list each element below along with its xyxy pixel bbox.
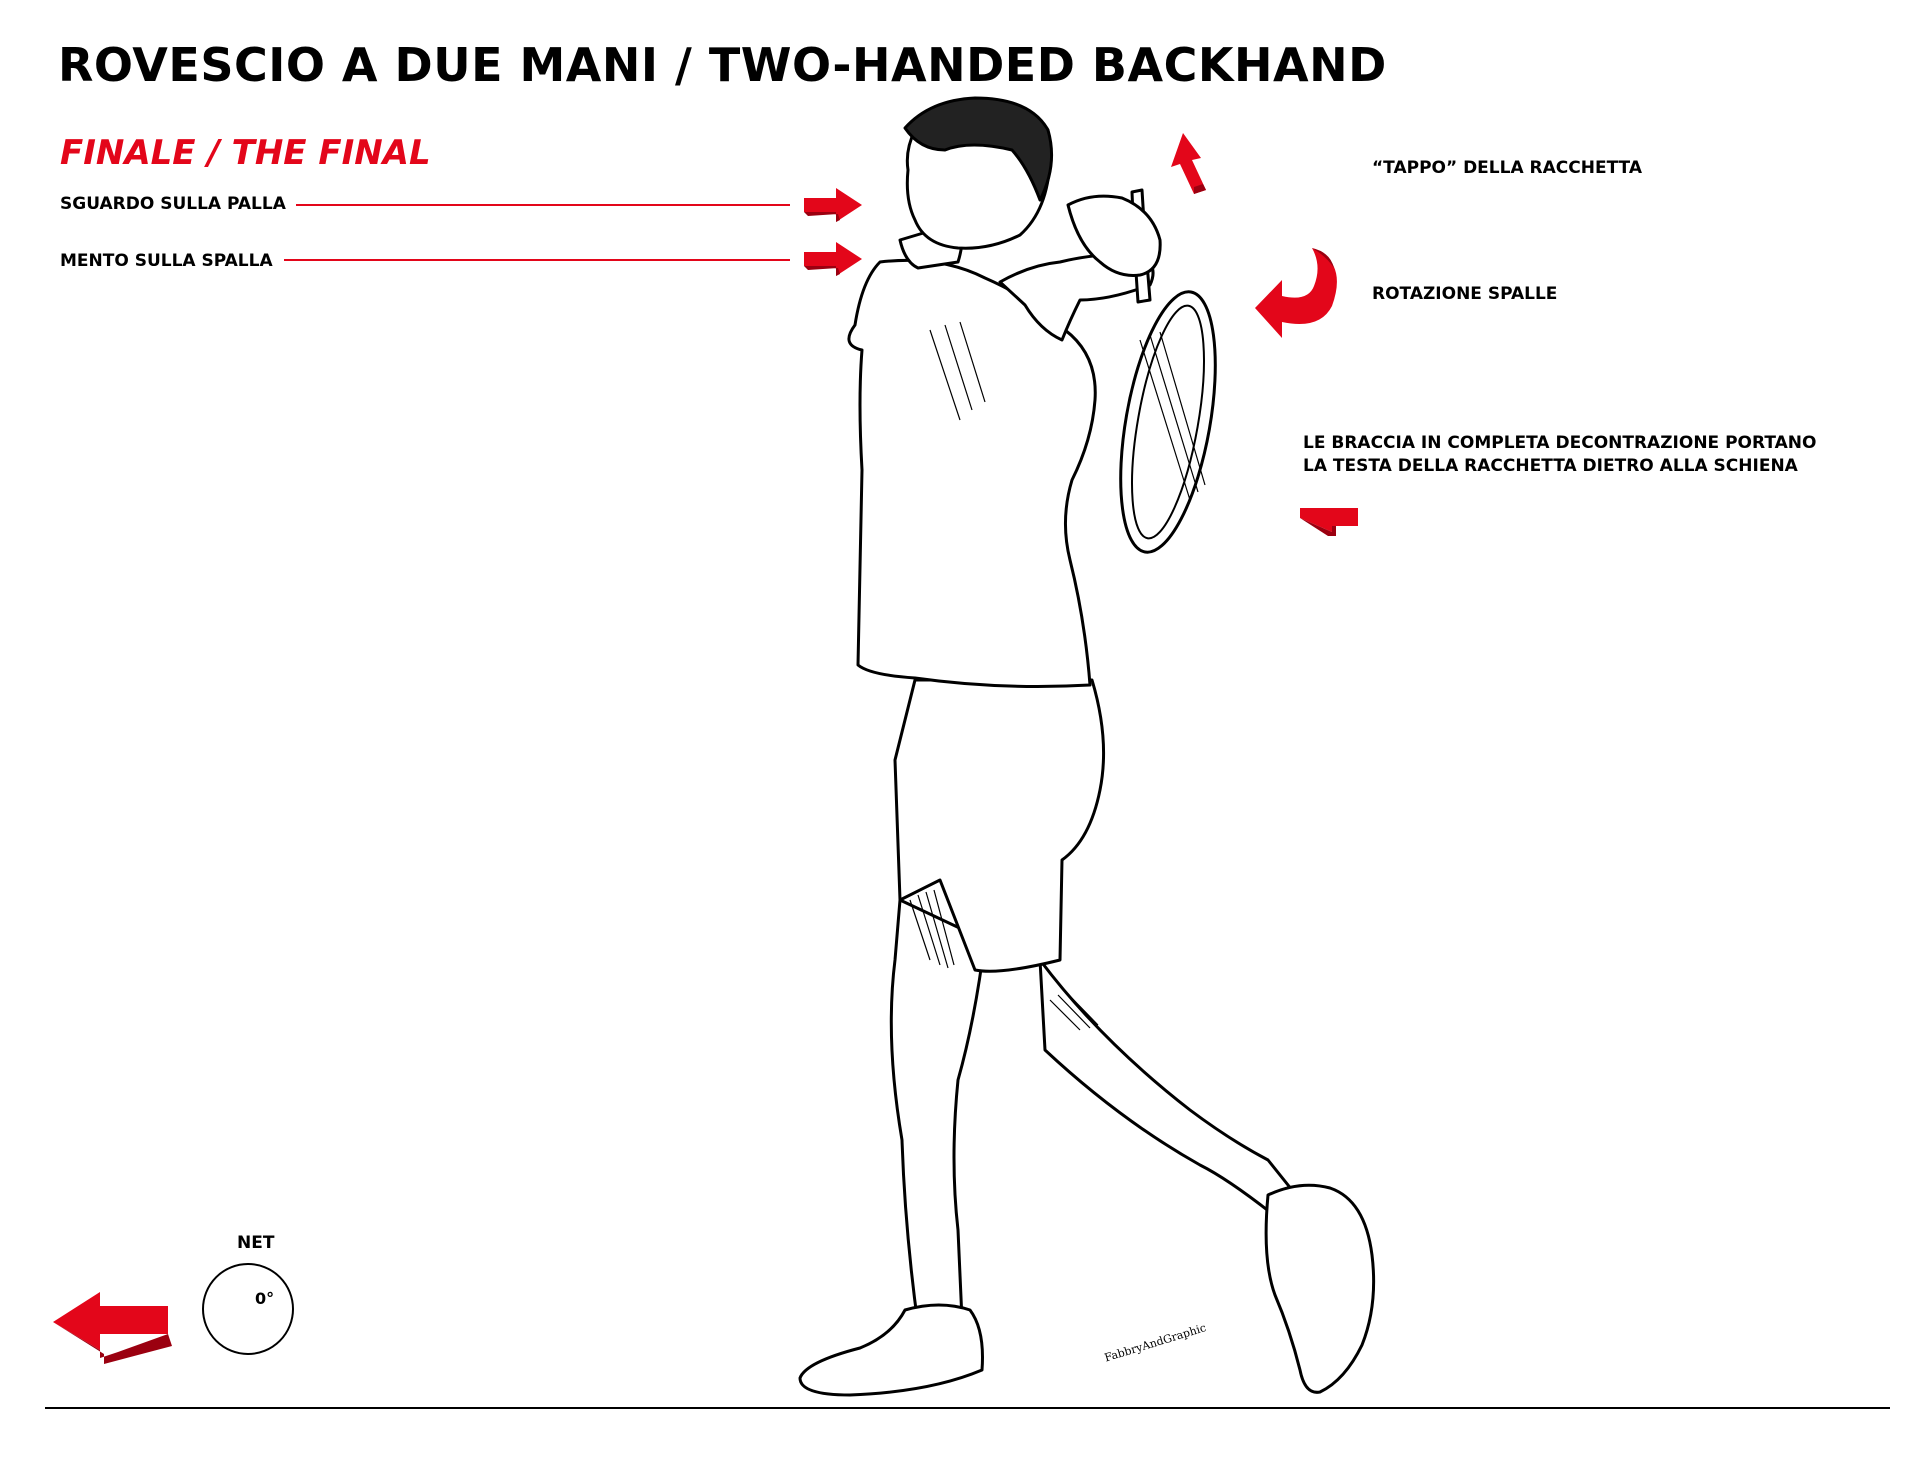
- shorts: [893, 678, 1106, 973]
- section-subtitle: FINALE / THE FINAL: [60, 133, 431, 173]
- tennis-player-illustration: [798, 96, 1376, 1397]
- label-arms-relaxed-line1: LE BRACCIA IN COMPLETA DECONTRAZIONE POR…: [1303, 433, 1817, 453]
- racket-head: [1119, 290, 1217, 554]
- label-chin-on-shoulder: MENTO SULLA SPALLA: [60, 251, 273, 271]
- arrow-right-icon: [804, 242, 862, 276]
- arrow-right-icon: [804, 188, 862, 222]
- front-shoe: [798, 1303, 984, 1397]
- label-shoulder-rotation: ROTAZIONE SPALLE: [1372, 284, 1558, 304]
- back-shoe: [1264, 1183, 1376, 1394]
- page-title: ROVESCIO A DUE MANI / TWO-HANDED BACKHAN…: [58, 38, 1387, 92]
- net-angle-value: 0°: [255, 1289, 275, 1308]
- label-racket-butt: “TAPPO” DELLA RACCHETTA: [1372, 158, 1642, 178]
- label-eye-on-ball: SGUARDO SULLA PALLA: [60, 194, 286, 214]
- arrow-left-icon: [53, 1292, 172, 1364]
- net-label: NET: [237, 1233, 275, 1253]
- label-arms-relaxed: LE BRACCIA IN COMPLETA DECONTRAZIONE POR…: [1303, 432, 1863, 478]
- shading-hatches: [909, 321, 1206, 1031]
- arrow-left-icon: [1300, 508, 1358, 536]
- racket-strings-frame: [1131, 304, 1205, 540]
- front-leg: [889, 898, 987, 1327]
- net-angle-dial: 0°: [202, 1263, 294, 1355]
- arrow-up-icon: [1171, 133, 1206, 194]
- hair: [903, 96, 1054, 202]
- rotation-arrow-icon: [1255, 248, 1337, 338]
- back-leg: [1038, 958, 1302, 1222]
- label-arms-relaxed-line2: LA TESTA DELLA RACCHETTA DIETRO ALLA SCH…: [1303, 456, 1798, 476]
- hands: [1066, 194, 1162, 277]
